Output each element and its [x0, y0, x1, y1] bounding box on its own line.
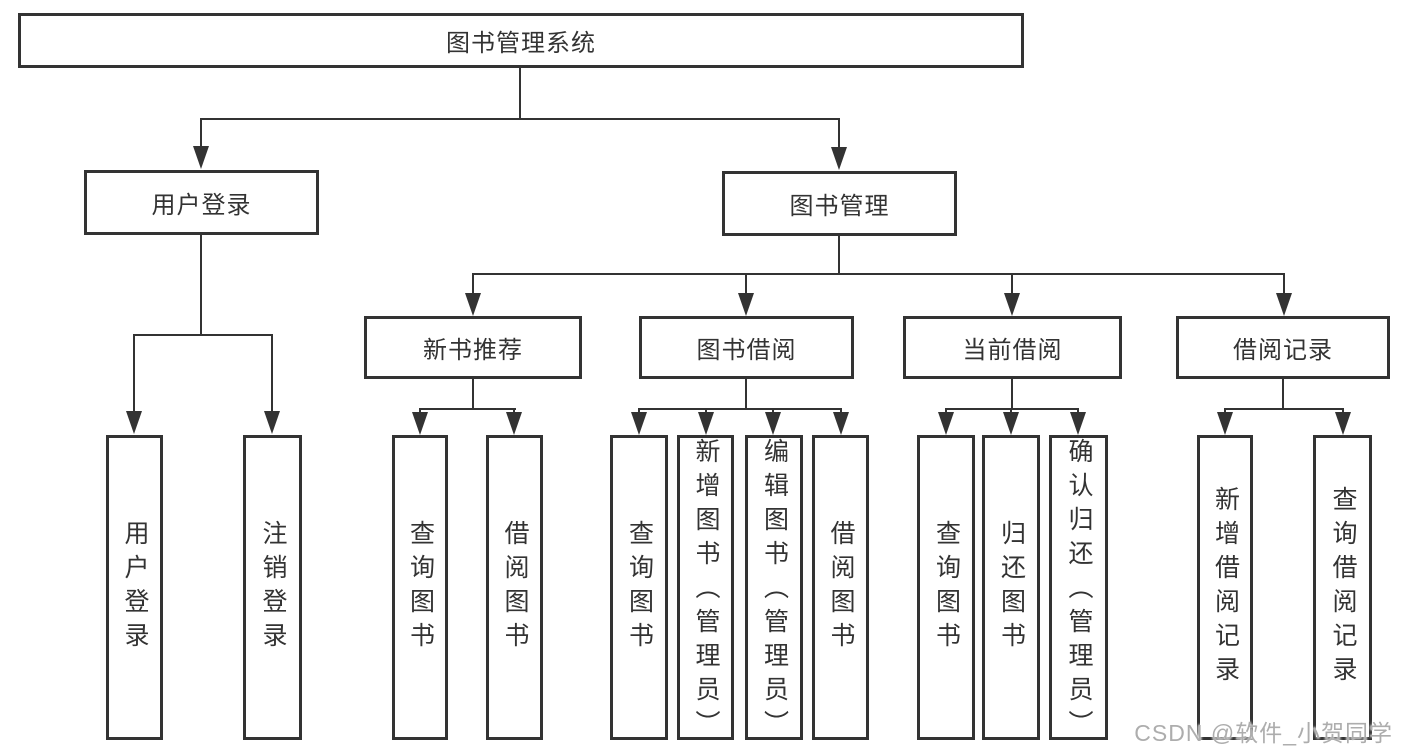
arrowhead-icon [1070, 412, 1086, 435]
node-label: 用户登录 [121, 519, 149, 656]
node-label: 用户登录 [151, 192, 252, 219]
connector-line [1282, 379, 1284, 408]
connector-line [1342, 408, 1344, 413]
connector-line [472, 379, 474, 408]
leaf-logout: 注销登录 [243, 435, 302, 740]
node-label: 图书管理 [789, 193, 890, 220]
csdn-watermark: CSDN @软件_小贺同学 [1134, 720, 1393, 746]
leaf-add-borrow-record: 新增借阅记录 [1197, 435, 1253, 740]
connector-line [472, 273, 474, 293]
leaf-borrow-books-recommend: 借阅图书 [486, 435, 543, 740]
leaf-return-books: 归还图书 [982, 435, 1040, 740]
arrowhead-icon [193, 146, 209, 169]
node-book-management: 图书管理 [722, 171, 957, 236]
node-new-book-recommend: 新书推荐 [364, 316, 582, 379]
node-label: 新增借阅记录 [1211, 485, 1240, 690]
connector-line [772, 408, 774, 413]
arrowhead-icon [465, 293, 481, 316]
leaf-query-books-recommend: 查询图书 [392, 435, 448, 740]
leaf-query-books-current: 查询图书 [917, 435, 975, 740]
connector-line [200, 118, 202, 148]
arrowhead-icon [738, 293, 754, 316]
node-label: 图书借阅 [696, 337, 797, 364]
connector-line [133, 334, 135, 411]
arrowhead-icon [1217, 412, 1233, 435]
node-label: 图书管理系统 [446, 30, 596, 57]
arrowhead-icon [126, 411, 142, 434]
connector-line [419, 408, 421, 413]
connector-line [1283, 273, 1285, 293]
node-label: 查询图书 [406, 519, 435, 656]
leaf-user-login: 用户登录 [106, 435, 163, 740]
leaf-add-books-admin: 新增图书（管理员） [677, 435, 734, 744]
connector-line [945, 408, 947, 413]
connector-line [705, 408, 707, 413]
arrowhead-icon [264, 411, 280, 434]
connector-line [419, 408, 516, 410]
leaf-borrow-books: 借阅图书 [812, 435, 869, 740]
node-label: 归还图书 [997, 519, 1026, 656]
arrowhead-icon [1004, 293, 1020, 316]
connector-line [745, 273, 747, 293]
arrowhead-icon [506, 412, 522, 435]
connector-line [638, 408, 842, 410]
connector-line [840, 408, 842, 413]
leaf-query-borrow-record: 查询借阅记录 [1313, 435, 1372, 740]
connector-line [1224, 408, 1226, 413]
arrowhead-icon [1003, 412, 1019, 435]
leaf-edit-books-admin: 编辑图书（管理员） [745, 435, 803, 744]
arrowhead-icon [698, 412, 714, 435]
node-label: 确认归还（管理员） [1065, 438, 1093, 744]
arrowhead-icon [412, 412, 428, 435]
node-library-management-system: 图书管理系统 [18, 13, 1024, 68]
node-label: 新书推荐 [423, 337, 523, 364]
connector-line [838, 118, 840, 148]
node-label: 借阅记录 [1233, 337, 1333, 364]
arrowhead-icon [938, 412, 954, 435]
node-label: 当前借阅 [962, 337, 1063, 364]
arrowhead-icon [765, 412, 781, 435]
node-label: 借阅图书 [827, 519, 855, 656]
leaf-query-books-borrow: 查询图书 [610, 435, 668, 740]
arrowhead-icon [1335, 412, 1351, 435]
connector-line [472, 273, 1285, 275]
connector-line [1010, 408, 1012, 413]
node-label: 编辑图书（管理员） [760, 438, 789, 744]
connector-line [271, 334, 273, 411]
node-label: 借阅图书 [501, 519, 529, 656]
node-current-borrow: 当前借阅 [903, 316, 1122, 379]
arrowhead-icon [833, 412, 849, 435]
node-borrow-record: 借阅记录 [1176, 316, 1390, 379]
connector-line [945, 408, 1079, 410]
connector-line [133, 334, 273, 336]
node-user-login: 用户登录 [84, 170, 319, 235]
node-label: 新增图书（管理员） [692, 438, 720, 744]
node-book-borrow: 图书借阅 [639, 316, 854, 379]
node-label: 查询借阅记录 [1329, 485, 1357, 690]
node-label: 查询图书 [932, 519, 961, 656]
connector-line [745, 379, 747, 408]
connector-line [513, 408, 515, 413]
node-label: 注销登录 [259, 519, 287, 656]
connector-line [1224, 408, 1344, 410]
connector-line [638, 408, 640, 413]
arrowhead-icon [631, 412, 647, 435]
connector-line [1011, 379, 1013, 408]
connector-line [1077, 408, 1079, 413]
connector-line [519, 68, 521, 118]
node-label: 查询图书 [625, 519, 654, 656]
connector-line [200, 235, 202, 334]
connector-line [838, 236, 840, 273]
connector-line [1011, 273, 1013, 293]
arrowhead-icon [831, 147, 847, 170]
connector-line [200, 118, 840, 120]
leaf-confirm-return-admin: 确认归还（管理员） [1049, 435, 1108, 744]
arrowhead-icon [1276, 293, 1292, 316]
